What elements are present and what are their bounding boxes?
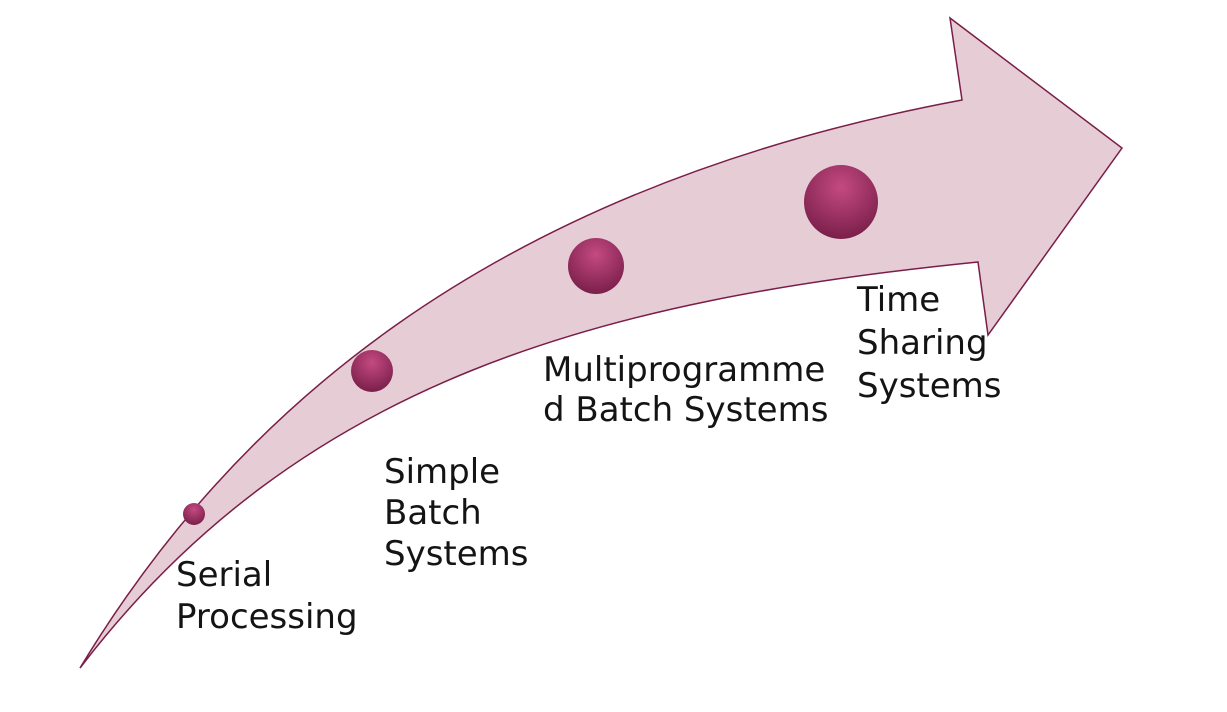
label-line: Simple: [384, 452, 500, 492]
stage-dot-time-sharing-systems: [804, 165, 878, 239]
label-line: Batch: [384, 493, 482, 533]
stage-dot-simple-batch-systems: [351, 350, 393, 392]
stage-label-time-sharing-systems: Time Sharing Systems: [856, 280, 1002, 406]
stage-dot-multiprogrammed-batch-systems: [568, 238, 624, 294]
stage-dots: [183, 165, 878, 525]
label-line: Processing: [176, 597, 358, 637]
stage-label-serial-processing: Serial Processing: [176, 555, 358, 637]
label-line: Multiprogramme: [543, 350, 825, 390]
label-line: Systems: [857, 366, 1002, 406]
label-line: d Batch Systems: [543, 390, 828, 430]
stage-labels: Serial Processing Simple Batch Systems M…: [176, 280, 1002, 637]
label-line: Systems: [384, 534, 529, 574]
stage-dot-serial-processing: [183, 503, 205, 525]
stage-label-multiprogrammed-batch-systems: Multiprogramme d Batch Systems: [543, 350, 836, 430]
label-line: Serial: [176, 555, 272, 595]
label-line: Time: [856, 280, 940, 320]
stage-label-simple-batch-systems: Simple Batch Systems: [384, 452, 529, 574]
label-line: Sharing: [857, 323, 988, 363]
